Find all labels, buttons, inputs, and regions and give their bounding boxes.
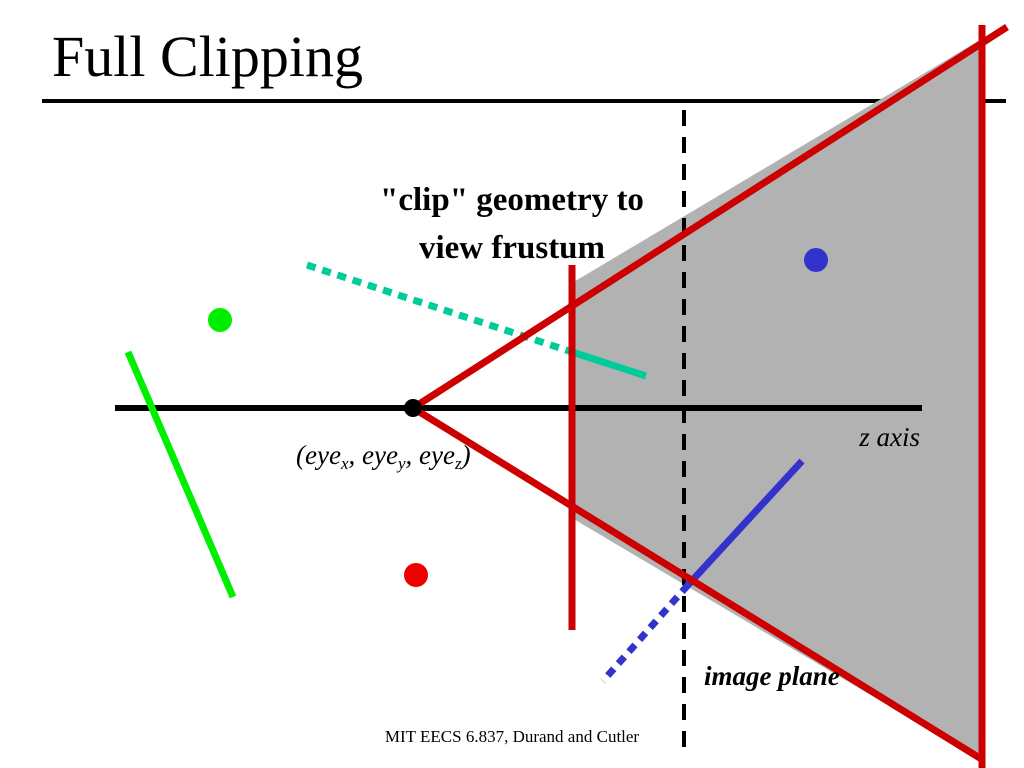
frustum-bottom-edge <box>411 405 985 763</box>
slide-title: Full Clipping <box>52 24 363 89</box>
eye-label-sep-2: , <box>406 440 420 470</box>
eye-label-y: eye <box>362 440 398 470</box>
eye-label-close: ) <box>460 440 471 470</box>
caption-line-2: view frustum <box>419 230 605 266</box>
eye-label-sep-1: , <box>349 440 363 470</box>
red-point <box>404 563 428 587</box>
eye-label-x: eye <box>305 440 341 470</box>
green-point <box>208 308 232 332</box>
caption-line-1: "clip" geometry to <box>380 182 644 218</box>
teal-segment-clipped <box>305 261 574 356</box>
eye-point-icon <box>404 399 422 417</box>
blue-point <box>804 248 828 272</box>
image-plane-label: image plane <box>704 661 840 691</box>
eye-label-sub-z: z <box>454 454 462 473</box>
footer-credit: MIT EECS 6.837, Durand and Cutler <box>385 727 640 746</box>
eye-label: (eyex, eyey, eyez) <box>296 440 471 473</box>
eye-label-sub-y: y <box>396 454 406 473</box>
teal-segment-visible <box>570 348 648 380</box>
green-segment <box>124 350 237 599</box>
z-axis-label: z axis <box>858 422 920 452</box>
eye-label-open: ( <box>296 440 307 470</box>
frustum-top-edge <box>411 24 1009 411</box>
view-frustum <box>572 40 980 760</box>
blue-segment-visible <box>685 458 805 588</box>
eye-label-z: eye <box>419 440 455 470</box>
eye-label-sub-x: x <box>340 454 349 473</box>
blue-segment-clipped <box>600 582 691 684</box>
